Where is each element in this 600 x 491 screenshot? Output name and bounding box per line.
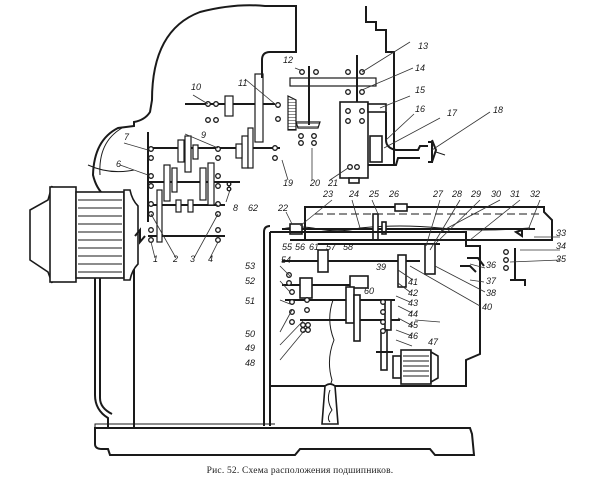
label-52: 52 [245,276,255,286]
label-54: 54 [281,255,291,265]
label-10: 10 [191,82,201,92]
label-11: 11 [238,78,247,88]
label-58: 58 [343,242,353,252]
label-9: 9 [201,130,206,140]
label-42: 42 [408,288,418,298]
work-table [281,203,553,241]
label-31: 31 [510,189,520,199]
machine-base [94,423,476,456]
label-25: 25 [368,189,380,199]
label-48: 48 [245,358,255,368]
leader-lines [119,41,561,361]
label-8: 8 [233,203,238,213]
label-41: 41 [408,277,418,287]
label-16: 16 [415,104,425,114]
label-35: 35 [556,254,567,264]
label-37: 37 [486,276,497,286]
label-28: 28 [451,189,462,199]
label-14: 14 [415,63,425,73]
coolant-pedestal [321,383,339,425]
label-53: 53 [245,261,255,271]
label-61: 61 [309,242,319,252]
label-22: 22 [277,203,288,213]
label-47: 47 [428,337,439,347]
feed-motor [376,349,439,385]
coupling-icon [134,227,146,245]
label-51: 51 [245,296,255,306]
label-23: 23 [322,189,333,199]
label-7: 7 [124,132,130,142]
label-38: 38 [486,288,496,298]
label-24: 24 [348,189,359,199]
label-1: 1 [153,254,158,264]
label-62: 62 [248,203,258,213]
gearbox-bearings [148,101,281,243]
label-3: 3 [190,254,195,264]
label-15: 15 [415,85,426,95]
label-29: 29 [470,189,481,199]
label-18: 18 [493,105,503,115]
label-43: 43 [408,298,418,308]
label-27: 27 [432,189,444,199]
figure-caption: Рис. 52. Схема расположения подшипников. [206,466,394,476]
label-49: 49 [245,343,255,353]
handwheel-icon [431,139,438,163]
label-56: 56 [295,242,305,252]
label-13: 13 [418,41,428,51]
label-33: 33 [556,228,566,238]
knee [270,231,526,397]
label-45: 45 [408,320,419,330]
label-19: 19 [283,178,293,188]
label-21: 21 [327,178,338,188]
label-2: 2 [172,254,178,264]
label-44: 44 [408,309,418,319]
label-46: 46 [408,331,418,341]
main-drive-motor [29,185,146,284]
label-55: 55 [282,242,293,252]
label-34: 34 [556,241,566,251]
label-26: 26 [388,189,399,199]
table-stop [394,203,408,212]
label-6: 6 [116,159,121,169]
label-60: 60 [364,286,374,296]
label-32: 32 [530,189,540,199]
label-57: 57 [326,242,337,252]
gearbox [148,73,281,243]
label-36: 36 [486,260,496,270]
label-39: 39 [376,262,386,272]
column [87,4,297,427]
label-4: 4 [208,254,213,264]
label-50: 50 [245,329,255,339]
label-30: 30 [491,189,501,199]
label-17: 17 [447,108,458,118]
label-20: 20 [309,178,320,188]
label-40: 40 [482,302,492,312]
callout-labels: 1 2 3 4 6 7 8 9 10 11 12 13 14 15 16 17 … [116,41,567,368]
label-12: 12 [283,55,293,65]
